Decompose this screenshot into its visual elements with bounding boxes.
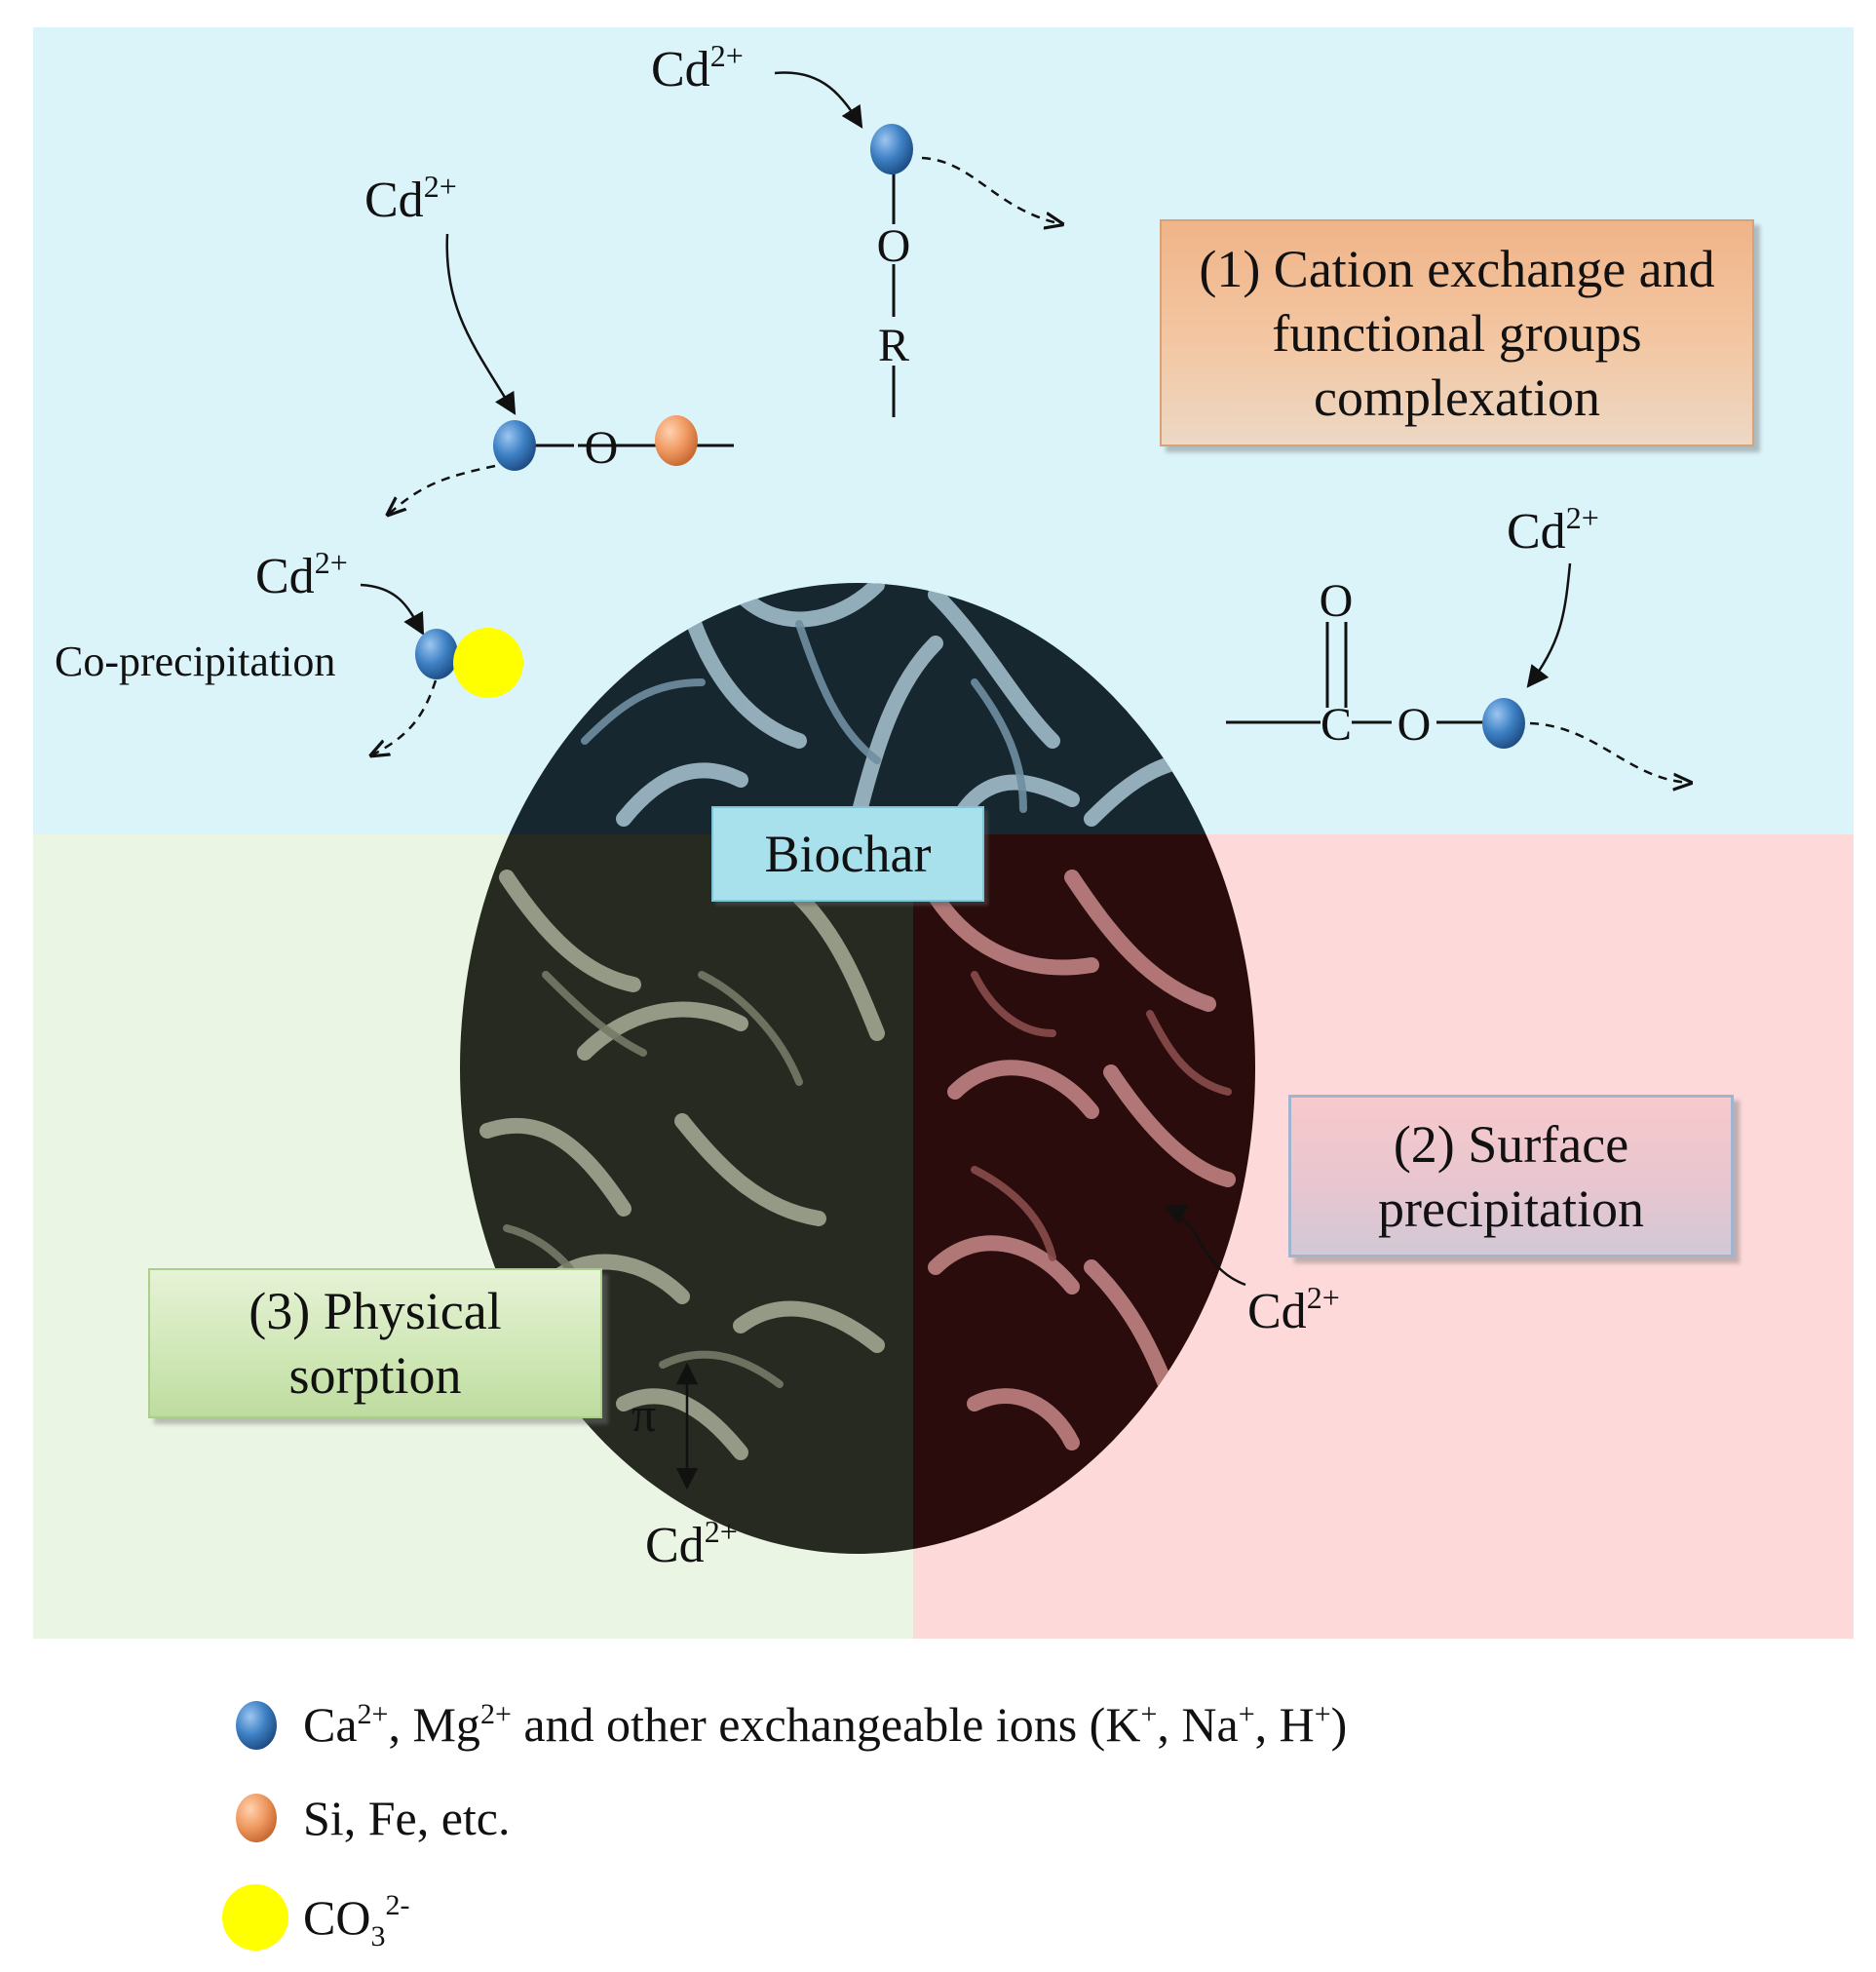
cd-ion-label-coprecip: Cd2+ [255, 545, 348, 604]
si-fe-ion [655, 415, 698, 466]
biochar-label-text: Biochar [764, 825, 932, 883]
bridge-oxygen: O [585, 422, 619, 474]
carbonyl-oxygen: O [1320, 575, 1354, 627]
bond-lines [533, 168, 1483, 724]
carbonate-ion [453, 628, 523, 698]
cation-exchange-line-1: (1) Cation exchange and [1199, 239, 1715, 298]
physical-sorption-line-2: sorption [288, 1346, 462, 1405]
cd-ion-label-left: Cd2+ [364, 169, 457, 228]
physical-sorption-box: (3) Physical sorption [148, 1268, 602, 1418]
pi-label: π [632, 1387, 656, 1442]
co-precipitation-label: Co-precipitation [55, 638, 335, 685]
ether-oxygen: O [877, 220, 911, 272]
ether-r-group: R [878, 320, 909, 371]
legend-orange-marker [236, 1794, 277, 1842]
biochar-label: Biochar [711, 806, 984, 902]
surface-precipitation-box: (2) Surface precipitation [1288, 1095, 1734, 1257]
cd-ion-label-bottom: Cd2+ [645, 1514, 738, 1573]
legend-exchangeable-ions: Ca2+, Mg2+ and other exchangeable ions (… [303, 1697, 1347, 1752]
legend-blue-marker [236, 1701, 277, 1750]
legend-carbonate: CO32- [303, 1889, 409, 1953]
carboxyl-carbon: C [1321, 699, 1352, 751]
legend-yellow-marker [222, 1884, 288, 1951]
exchangeable-ion-top [870, 124, 913, 174]
exchangeable-ion-left [493, 420, 536, 471]
cd-ion-label-top: Cd2+ [651, 38, 744, 97]
cd-ion-label-carboxyl: Cd2+ [1507, 500, 1599, 560]
incoming-arrows [360, 71, 1572, 1490]
ion-markers [415, 124, 1525, 749]
surface-precipitation-line-1: (2) Surface [1393, 1114, 1629, 1174]
cd-ion-label-surface: Cd2+ [1247, 1280, 1340, 1339]
exchangeable-ion-coprecip [415, 629, 458, 679]
carboxyl-oxygen: O [1397, 699, 1432, 751]
outgoing-arrows [371, 156, 1691, 783]
cation-exchange-box: (1) Cation exchange and functional group… [1160, 219, 1754, 446]
physical-sorption-line-1: (3) Physical [249, 1282, 502, 1340]
cation-exchange-line-2: functional groups [1272, 303, 1642, 363]
legend-si-fe: Si, Fe, etc. [303, 1791, 510, 1845]
cation-exchange-line-3: complexation [1314, 367, 1600, 427]
legend: Ca2+, Mg2+ and other exchangeable ions (… [222, 1697, 1347, 1953]
exchangeable-ion-carboxyl [1482, 698, 1525, 749]
surface-precipitation-line-2: precipitation [1378, 1179, 1644, 1238]
